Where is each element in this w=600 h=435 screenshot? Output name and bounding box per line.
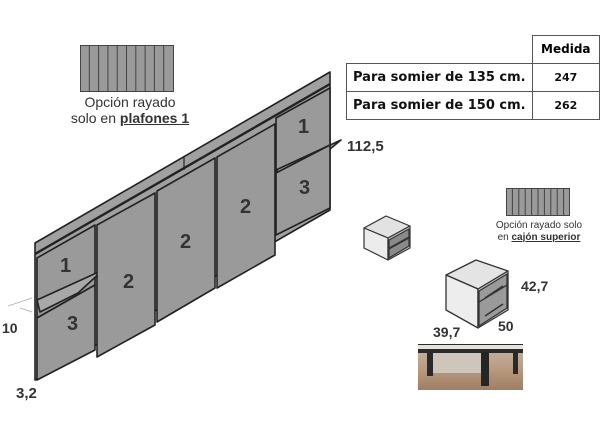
dim-height: 112,5 <box>347 138 384 155</box>
table-row: Para somier de 135 cm. 247 <box>346 62 600 92</box>
table-row: Para somier de 150 cm. 262 <box>346 90 600 120</box>
dim-nightstand-width: 50 <box>498 318 514 334</box>
panel-label-3-left: 3 <box>67 313 78 335</box>
striped-swatch-cajon <box>506 188 570 216</box>
striped-swatch-plafones <box>80 45 174 92</box>
panel-label-2-a: 2 <box>123 271 134 293</box>
dim-nightstand-depth: 39,7 <box>433 324 461 340</box>
panel-label-3-right: 3 <box>299 177 310 199</box>
caption-plafones: Opción rayado solo en plafones 1 <box>70 94 190 127</box>
table-header-medida: Medida <box>531 35 600 64</box>
dim-depth: 10 <box>2 320 18 336</box>
panel-label-1-right: 1 <box>298 116 309 138</box>
base-legs-photo <box>418 344 523 390</box>
dim-thickness: 3,2 <box>16 385 37 402</box>
nightstand-large-drawing <box>445 259 509 329</box>
panel-label-1-left: 1 <box>60 255 71 277</box>
caption-cajon: Opción rayado solo en cajón superior <box>495 220 583 243</box>
panel-label-2-c: 2 <box>240 196 251 218</box>
panel-label-2-b: 2 <box>180 231 191 253</box>
dim-nightstand-height: 42,7 <box>521 278 549 294</box>
nightstand-small-icon <box>363 215 411 261</box>
headboard-diagram: 1 3 2 2 2 1 3 <box>7 71 342 381</box>
measurement-table: Medida Para somier de 135 cm. 247 Para s… <box>346 35 600 120</box>
